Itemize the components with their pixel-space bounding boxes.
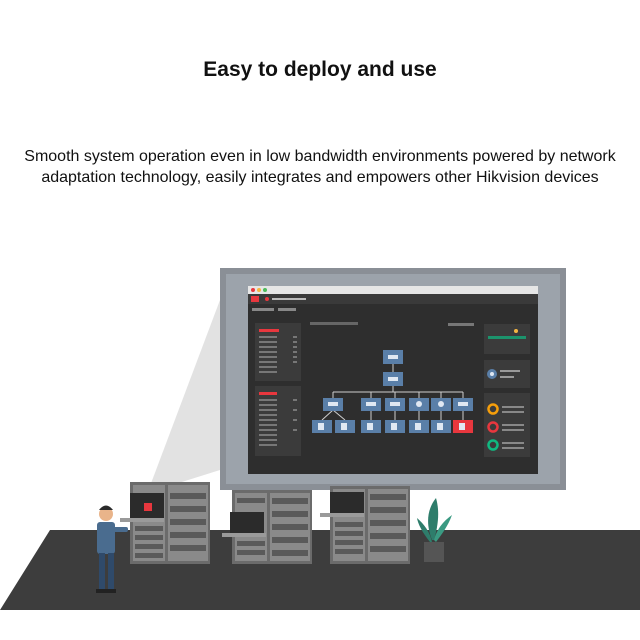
page-heading: Easy to deploy and use <box>203 58 437 81</box>
floor <box>0 530 640 610</box>
plant-pot-icon <box>417 498 452 562</box>
server-racks-icon <box>120 482 410 564</box>
deployment-illustration <box>0 268 640 610</box>
operator-person-icon <box>96 505 128 593</box>
projection-beam <box>150 300 220 492</box>
page-description: Smooth system operation even in low band… <box>24 148 616 186</box>
dashboard-window-icon <box>248 286 538 474</box>
topology-tree-icon <box>312 350 473 433</box>
